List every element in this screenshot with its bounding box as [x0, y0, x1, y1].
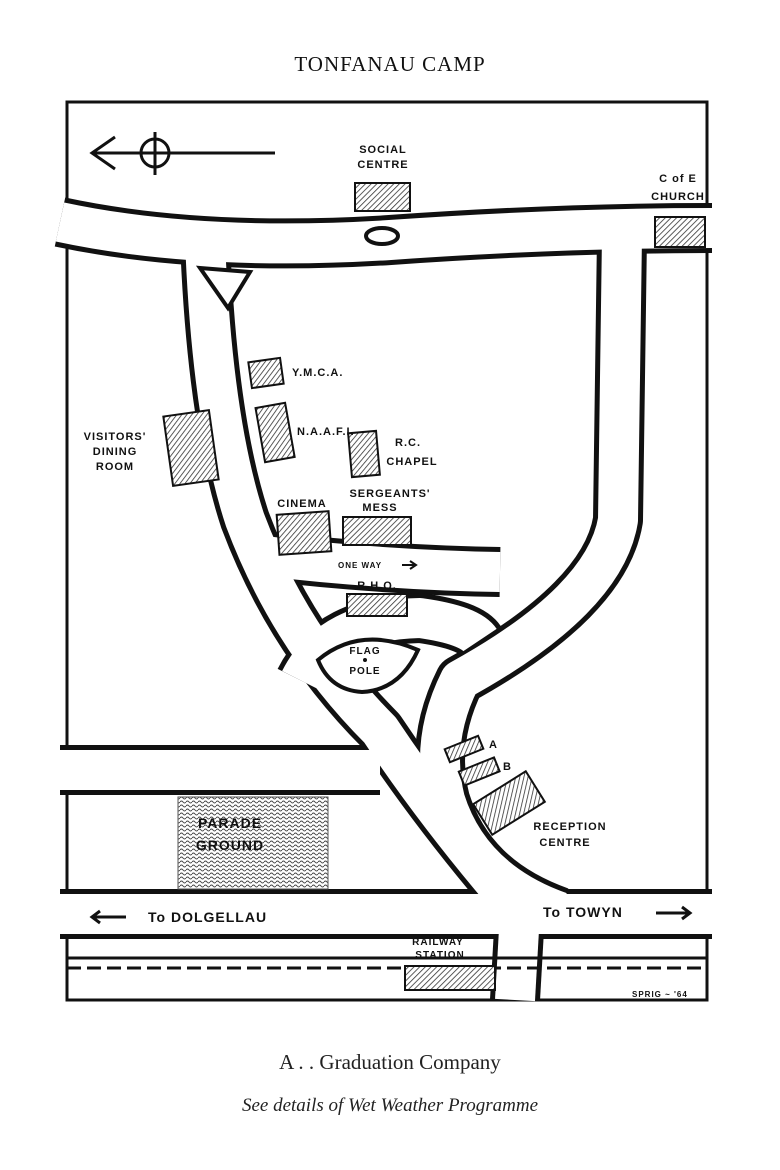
label-flag-pole: FLAG	[349, 646, 380, 657]
parade-ground	[177, 796, 329, 890]
label-a: A	[489, 739, 498, 751]
label-parade-ground: PARADE	[198, 815, 262, 831]
label-rc-chapel: R.C.	[395, 437, 421, 449]
label-visitors-dining-room: VISITORS'	[84, 431, 147, 443]
label-cinema: CINEMA	[277, 498, 326, 510]
roundabout-island	[364, 226, 400, 246]
sergeants-mess-building	[342, 516, 412, 546]
label-railway-station: RAILWAY	[412, 937, 464, 948]
visitors-dining-room-building	[162, 409, 220, 487]
label-b: B	[503, 761, 512, 773]
artist-signature: SPRIG ~ '64	[632, 990, 688, 999]
rhq-building	[346, 593, 408, 617]
label-flag-pole: POLE	[349, 666, 380, 677]
left-arrow-icon	[89, 909, 126, 925]
cinema-building	[275, 510, 333, 556]
rc-chapel-building	[347, 429, 381, 479]
flag-pole-marker	[363, 658, 367, 662]
label-reception-centre: RECEPTION	[533, 821, 606, 833]
reception-centre-building	[471, 769, 547, 837]
label-sergeants-mess: MESS	[362, 502, 397, 514]
label-one-way: ONE WAY	[338, 561, 382, 570]
label-sergeants-mess: SERGEANTS'	[349, 488, 430, 500]
label-parade-ground: GROUND	[196, 837, 264, 853]
label-visitors-dining-room: DINING	[93, 446, 138, 458]
label-to-towyn: To TOWYN	[543, 904, 623, 920]
social-centre-building	[354, 182, 411, 212]
label-social-centre: CENTRE	[357, 159, 408, 171]
label-to-dolgellau: To DOLGELLAU	[148, 909, 267, 925]
label-reception-centre: CENTRE	[539, 837, 590, 849]
right-arrow-icon	[656, 905, 693, 921]
one-way-arrow-icon	[402, 560, 418, 570]
church-building	[654, 216, 706, 248]
label-church: CHURCH	[651, 191, 705, 203]
building-a	[443, 734, 485, 764]
label-social-centre: SOCIAL	[359, 144, 407, 156]
label-ymca: Y.M.C.A.	[292, 367, 343, 379]
label-rc-chapel: CHAPEL	[386, 456, 437, 468]
flag-pole-island	[315, 637, 421, 695]
building-b	[457, 756, 501, 787]
label-visitors-dining-room: ROOM	[96, 461, 134, 473]
traffic-island	[195, 265, 254, 312]
page-title: TONFANAU CAMP	[294, 52, 486, 76]
north-compass-arrow-icon	[89, 132, 275, 175]
road-network	[54, 197, 713, 1002]
label-rhq: R.H.Q.	[357, 580, 397, 592]
ymca-building	[247, 356, 285, 390]
railway-line	[67, 956, 707, 970]
railway-station-building	[404, 965, 496, 991]
label-church: C of E	[659, 173, 697, 185]
naafi-building	[254, 401, 296, 464]
label-naafi: N.A.A.F.I.	[297, 426, 355, 438]
caption-legend: A . . Graduation Company	[279, 1050, 501, 1074]
caption-note: See details of Wet Weather Programme	[241, 1095, 539, 1116]
label-railway-station: STATION	[415, 950, 464, 961]
